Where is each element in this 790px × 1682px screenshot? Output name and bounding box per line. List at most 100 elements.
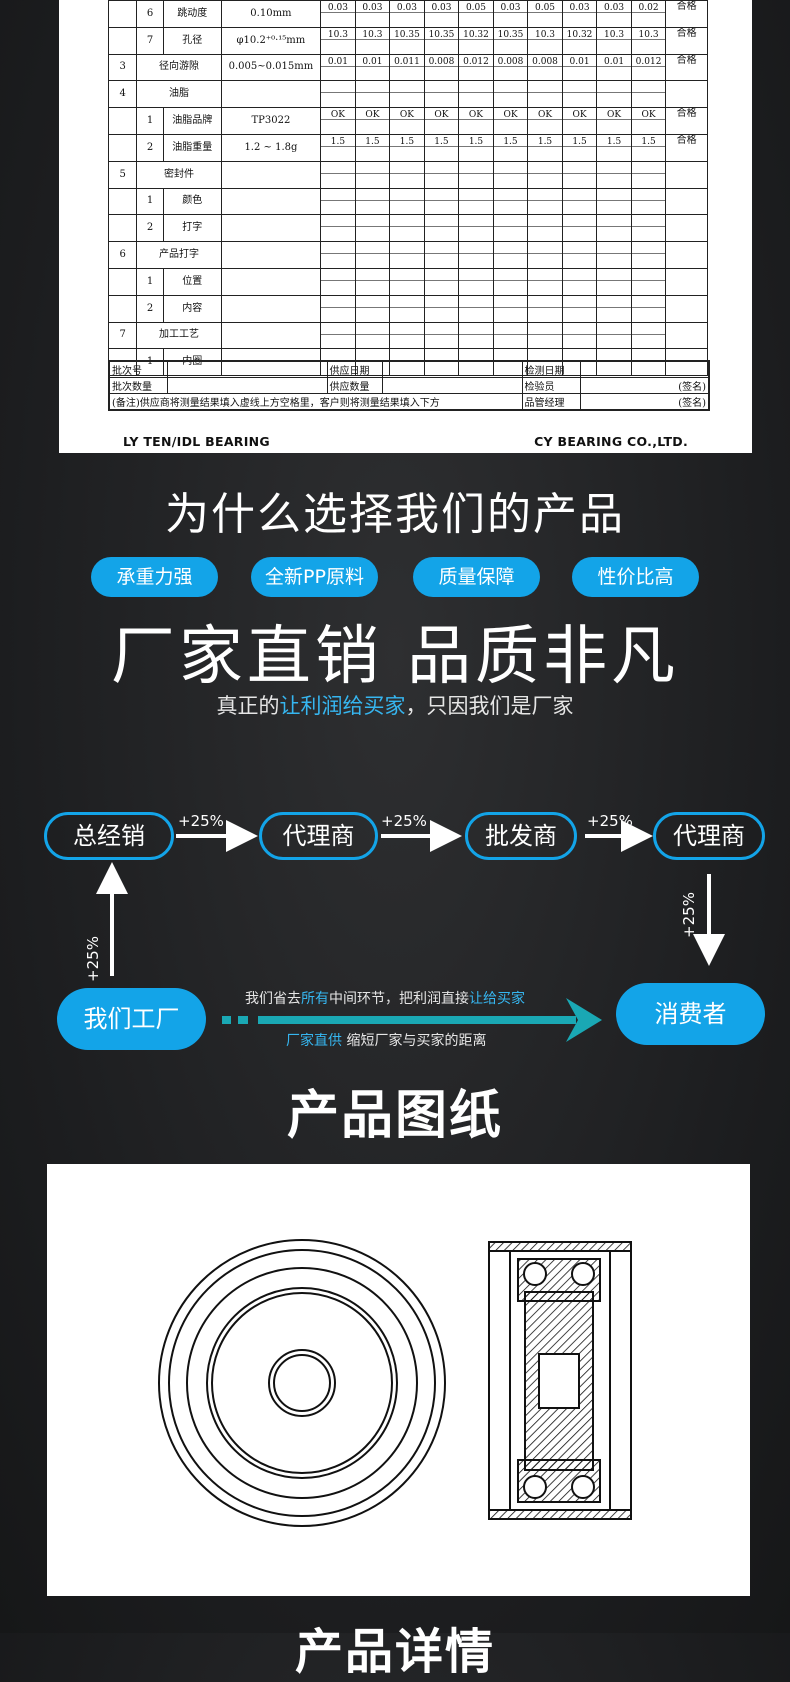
row-spec [220, 241, 322, 269]
measurement-cell [423, 321, 460, 350]
row-number [107, 267, 138, 296]
measurement-cell [354, 80, 391, 109]
measurement-cell [320, 160, 356, 189]
measurement-cell: 10.3 [320, 26, 356, 55]
row-spec [220, 160, 322, 189]
brand-left: LY TEN/IDL BEARING [123, 434, 270, 449]
row-result [665, 160, 708, 189]
measurement-cell [458, 187, 494, 216]
row-number [107, 107, 138, 135]
row-sub-number: 7 [136, 26, 164, 55]
measurement-cell: OK [423, 107, 460, 135]
measurement-cell [527, 321, 563, 350]
row-item: 跳动度 [162, 0, 222, 28]
measurement-cell: 0.03 [492, 0, 529, 28]
measurement-cell: 0.01 [561, 53, 598, 82]
row-item: 油脂 [136, 80, 222, 109]
flow-caption-1: 我们省去所有中间环节，把利润直接让给买家 [245, 988, 525, 1008]
measurement-cell [492, 321, 529, 350]
measurement-cell [354, 160, 391, 189]
row-spec [220, 80, 322, 109]
sub-slogan-pre: 真正的 [216, 694, 280, 718]
front-view [158, 1239, 446, 1527]
measurement-cell: 1.5 [596, 133, 632, 162]
measurement-cell [561, 214, 598, 243]
measurement-cell [527, 80, 563, 109]
measurement-cell [596, 160, 632, 189]
measurement-cell: 1.5 [320, 133, 356, 162]
measurement-cell: 1.5 [423, 133, 460, 162]
product-drawing [47, 1164, 750, 1596]
measurement-cell: 0.012 [458, 53, 494, 82]
measurement-cell: OK [561, 107, 598, 135]
measurement-cell [527, 214, 563, 243]
measurement-cell [630, 267, 667, 296]
row-result [665, 267, 708, 296]
row-item: 颜色 [162, 187, 222, 216]
measurement-cell: 0.03 [354, 0, 391, 28]
row-sub-number: 2 [136, 133, 164, 162]
row-number [107, 0, 138, 28]
row-number: 3 [107, 53, 138, 82]
row-spec: TP3022 [220, 107, 322, 135]
measurement-cell [527, 294, 563, 323]
measurement-cell: 0.008 [527, 53, 563, 82]
measurement-cell: 0.05 [527, 0, 563, 28]
row-result [665, 321, 708, 350]
measurement-cell: OK [630, 107, 667, 135]
caption-1-d: 让给买家 [469, 991, 525, 1007]
measurement-cell [354, 187, 391, 216]
measurement-cell: 1.5 [492, 133, 529, 162]
row-sub-number: 1 [136, 107, 164, 135]
measurement-cell [423, 160, 460, 189]
footer-inspect-date: 检测日期 [521, 360, 581, 378]
measurement-cell [561, 241, 598, 269]
row-result: 合格 [665, 53, 708, 82]
sub-slogan-highlight: 让利润给买家 [279, 694, 406, 718]
measurement-cell: 0.01 [320, 53, 356, 82]
row-item: 孔径 [162, 26, 222, 55]
row-spec: 0.10mm [220, 0, 322, 28]
row-number: 7 [107, 321, 138, 350]
measurement-cell [630, 321, 667, 350]
measurement-cell: 1.5 [527, 133, 563, 162]
inspection-footer: 批次号 供应日期 检测日期 批次数量 供应数量 检验员 (签名) (备注)供应商… [108, 360, 710, 411]
measurement-cell: 0.008 [492, 53, 529, 82]
measurement-cell: 1.5 [561, 133, 598, 162]
measurement-cell: 10.3 [527, 26, 563, 55]
node-agent: 代理商 [259, 812, 378, 860]
node-agent-2: 代理商 [653, 812, 765, 860]
measurement-cell [354, 294, 391, 323]
measurement-cell [596, 187, 632, 216]
markup-label: +25% [587, 812, 633, 830]
row-item: 内容 [162, 294, 222, 323]
measurement-cell: 1.5 [389, 133, 425, 162]
measurement-cell [458, 267, 494, 296]
measurement-cell [596, 241, 632, 269]
row-number [107, 26, 138, 55]
slogan: 厂家直销 品质非凡 [110, 620, 680, 694]
flow-caption-2: 厂家直供 缩短厂家与买家的距离 [286, 1030, 486, 1050]
row-item: 打字 [162, 214, 222, 243]
row-result: 合格 [665, 107, 708, 135]
row-spec: φ10.2⁺⁰·¹⁵mm [220, 26, 322, 55]
footer-batch-no: 批次号 [108, 360, 168, 378]
row-sub-number: 6 [136, 0, 164, 28]
measurement-cell [458, 80, 494, 109]
row-sub-number: 1 [136, 267, 164, 296]
measurement-cell: 10.35 [423, 26, 460, 55]
feature-pill: 全新PP原料 [251, 557, 378, 597]
measurement-cell: 1.5 [630, 133, 667, 162]
measurement-cell [423, 241, 460, 269]
sub-slogan-post: ，只因我们是厂家 [405, 694, 574, 718]
measurement-cell: 10.32 [561, 26, 598, 55]
row-sub-number: 1 [136, 187, 164, 216]
measurement-cell [596, 321, 632, 350]
footer-sign-2: (签名) [579, 393, 710, 411]
